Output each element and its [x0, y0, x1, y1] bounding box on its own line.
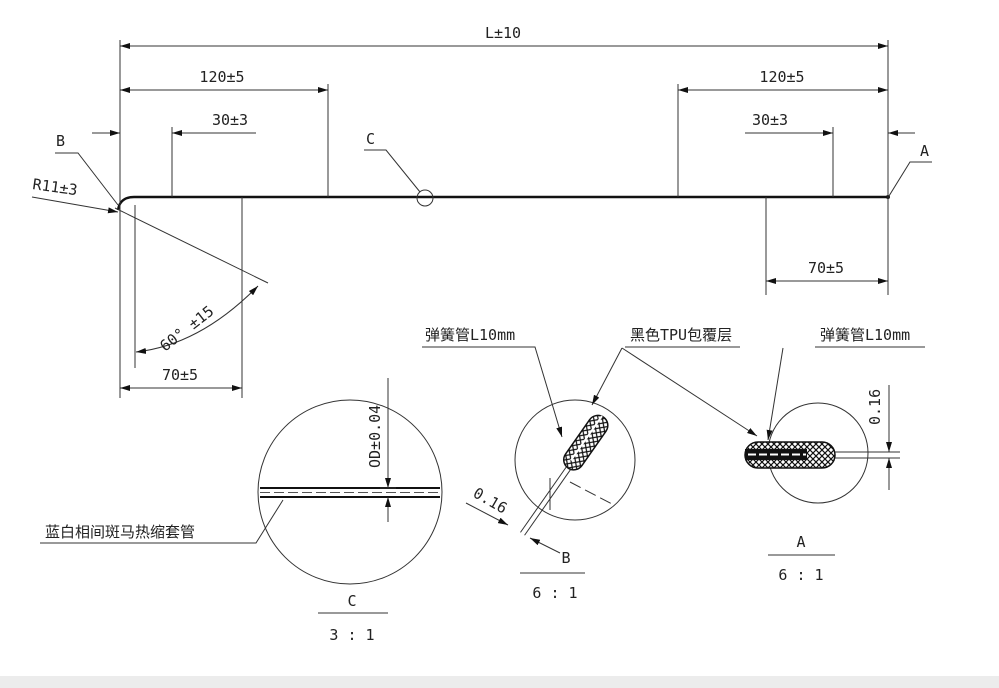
detail-a-name: A	[796, 533, 805, 551]
detail-a	[744, 346, 925, 556]
dimension-lines	[31, 43, 932, 391]
detail-a-scale: 6 : 1	[778, 566, 823, 584]
extension-lines	[119, 40, 889, 398]
dim-radius: R11±3	[31, 175, 78, 199]
detail-c-scale: 3 : 1	[329, 626, 374, 644]
detail-c-name: C	[347, 592, 356, 610]
page-bottom-edge	[0, 676, 999, 688]
detail-c	[40, 378, 443, 614]
detail-c-callout: 蓝白相间斑马热缩套管	[45, 523, 195, 541]
dim-left-30: 30±3	[212, 111, 248, 129]
dim-right-30: 30±3	[752, 111, 788, 129]
dim-angle: 60° ±15	[156, 302, 217, 355]
cable-main-view	[116, 195, 890, 211]
label-a: A	[920, 142, 929, 160]
detail-b-name: B	[561, 549, 570, 567]
dim-right-70: 70±5	[808, 259, 844, 277]
dim-right-120: 120±5	[759, 68, 804, 86]
dim-left-70: 70±5	[162, 366, 198, 384]
dim-overall-length: L±10	[485, 24, 521, 42]
label-b: B	[56, 132, 65, 150]
detail-b	[422, 346, 758, 574]
detail-b-scale: 6 : 1	[532, 584, 577, 602]
detail-b-tpu-label: 黑色TPU包覆层	[630, 326, 732, 344]
detail-b-dim: 0.16	[470, 484, 510, 518]
detail-a-dim: 0.16	[866, 389, 884, 425]
label-c: C	[366, 130, 375, 148]
detail-b-spring-label: 弹簧管L10mm	[425, 326, 515, 344]
dim-left-120: 120±5	[199, 68, 244, 86]
detail-a-spring-label: 弹簧管L10mm	[820, 326, 910, 344]
detail-c-od: OD±0.04	[366, 405, 384, 468]
